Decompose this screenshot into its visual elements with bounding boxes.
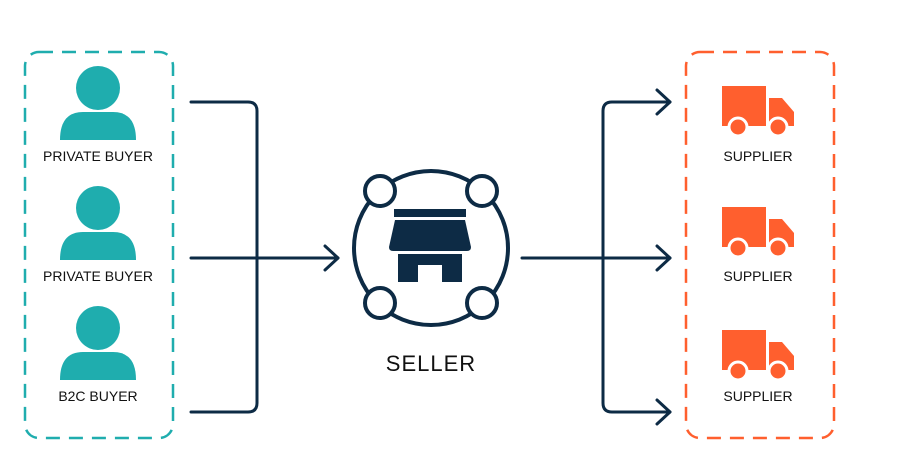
supplier-label: SUPPLIER xyxy=(723,268,793,284)
person-icon xyxy=(60,66,136,140)
buyer-group-box xyxy=(23,50,175,440)
person-icon xyxy=(60,186,136,260)
delivery-truck-icon xyxy=(720,328,796,382)
supplier-connector-lines xyxy=(520,88,672,426)
delivery-truck-icon xyxy=(720,84,796,138)
delivery-truck-icon xyxy=(720,205,796,259)
storefront-icon xyxy=(389,209,471,282)
person-icon xyxy=(60,306,136,380)
buyer-label: PRIVATE BUYER xyxy=(43,268,153,284)
seller-hub xyxy=(352,169,510,327)
buyer-label: PRIVATE BUYER xyxy=(43,148,153,164)
supplier-label: SUPPLIER xyxy=(723,148,793,164)
seller-label: SELLER xyxy=(385,351,477,376)
buyer-connector-lines xyxy=(189,100,340,414)
supplier-label: SUPPLIER xyxy=(723,388,793,404)
supplier-group-box xyxy=(684,50,836,440)
buyer-label: B2C BUYER xyxy=(58,388,138,404)
